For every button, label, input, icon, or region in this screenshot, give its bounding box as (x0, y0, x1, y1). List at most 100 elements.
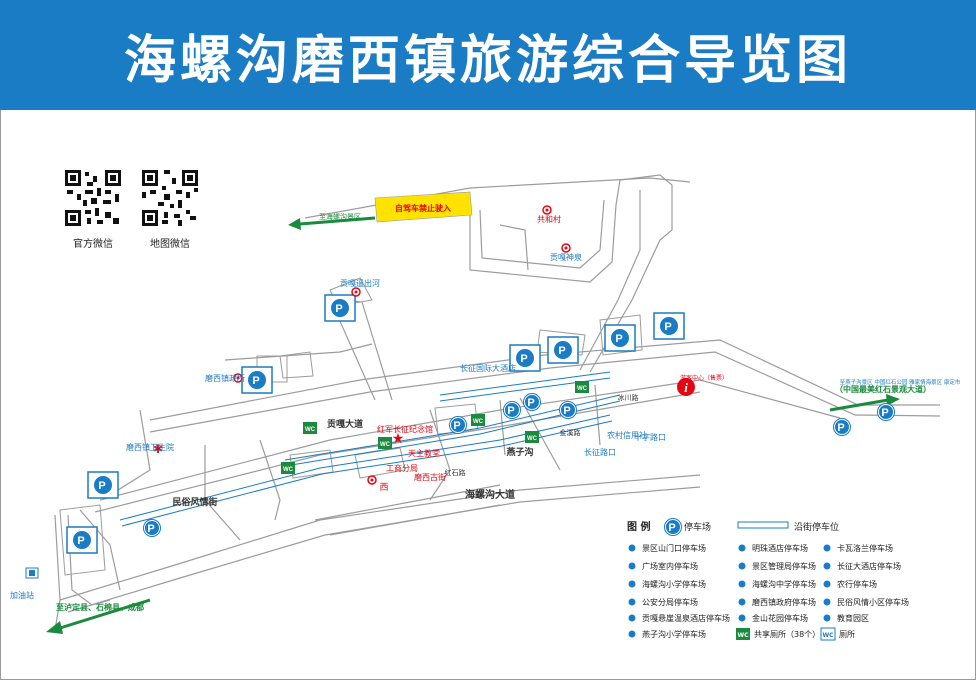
bank-label: 农村信用社 (607, 430, 647, 440)
parking-icon (87, 471, 119, 499)
moxi-hospital-label: 磨西镇卫生院 (126, 442, 174, 452)
toilet-icon (303, 422, 317, 434)
legend-item-13: 金山花园停车场 (752, 613, 808, 623)
to-hailuogou-label: 至海螺沟景区 (319, 212, 361, 221)
parking-icon (823, 562, 831, 570)
legend-item-15: 燕子沟小学停车场 (642, 629, 706, 639)
industrial-bureau-label: 工商分局 (386, 463, 418, 473)
parking-icon (604, 324, 636, 352)
parking-icon (823, 598, 831, 606)
legend-street-parking: 沿街停车位 (794, 521, 839, 533)
svg-text:WC: WC (737, 632, 749, 639)
parking-icon (876, 402, 896, 422)
parking-icon (738, 614, 746, 622)
changzheng-hotel-label: 长征国际大酒店 (460, 363, 516, 373)
parking-icon (142, 518, 162, 538)
street-parking-swatch (737, 521, 789, 529)
toilet-icon (378, 437, 392, 449)
svg-text:WC: WC (822, 632, 834, 639)
parking-icon (66, 526, 98, 554)
title-banner: 海螺沟磨西镇旅游综合导览图 (0, 0, 976, 110)
hailuogou-ave-label: 海螺沟大道 (465, 488, 515, 501)
qr-code-icon (63, 168, 123, 228)
gongga-shenquan-label: 贡嘎神泉 (550, 252, 582, 262)
page-title: 海螺沟磨西镇旅游综合导览图 (123, 31, 852, 91)
parking-icon (628, 544, 636, 552)
yanzi-gou-road-label: 燕子沟 (506, 446, 533, 458)
arrow-icon (829, 394, 900, 412)
no-self-drive-label: 自驾车禁止驶入 (395, 203, 451, 213)
legend-item-7: 海螺沟中学停车场 (752, 579, 816, 589)
toilet-icon (281, 462, 295, 474)
gas-station-icon (25, 567, 39, 579)
parking-icon (522, 392, 542, 412)
to-luding-label: 至泸定县、石棉县、成都 (56, 602, 144, 612)
parking-icon (448, 415, 468, 435)
parking-icon (663, 517, 683, 537)
parking-icon (558, 400, 578, 420)
parking-icon (628, 630, 636, 638)
toilet-icon: WC (736, 628, 750, 640)
gongga-street-label: 贡嘎大道 (327, 418, 363, 430)
moxi-police-label: 磨西镇政所 (205, 373, 245, 383)
red-army-memorial-label: 红军长征纪念馆 (377, 424, 433, 434)
legend-item-1: 明珠酒店停车场 (752, 543, 808, 553)
no-self-drive-sign (374, 191, 473, 223)
parking-icon (502, 400, 522, 420)
map-canvas: P P WC (10, 174, 961, 641)
parking-icon (628, 580, 636, 588)
gas-station-label: 加油站 (10, 590, 34, 600)
changzheng-rd-label: 长征路口 (584, 447, 616, 457)
poi-icon (542, 205, 552, 215)
legend-item-10: 磨西镇政府停车场 (752, 597, 816, 607)
arrow-icon (288, 216, 376, 230)
poi-icon (351, 287, 361, 297)
parking-icon (547, 336, 579, 364)
moxi-street-label: 磨西古街 (414, 472, 446, 482)
legend-title: 图 例 (627, 520, 650, 533)
legend-item-4: 景区管理局停车场 (752, 561, 816, 571)
hongshi-road-label: 红石路 (445, 468, 466, 477)
minsu-street-label: 民俗风情街 (172, 496, 217, 508)
legend-public-toilet: 共享厕所（38个） (754, 629, 820, 639)
legend-item-2: 卡瓦洛兰停车场 (837, 543, 893, 553)
legend-toilet: 厕所 (839, 629, 855, 639)
gongga-exit-label: 贡嘎遥出河 (340, 278, 380, 288)
legend-parking: 停车场 (684, 521, 711, 533)
shizi-road-label: 十字路口 (634, 432, 666, 442)
qr-map-label: 地图微信 (150, 239, 190, 250)
red-stone-avenue-label: （中国最美红石景观大道） (835, 384, 931, 394)
xi-label: 西 (379, 482, 388, 493)
legend-item-12: 贡嘎悬崖温泉酒店停车场 (642, 613, 730, 623)
parking-icon (324, 294, 356, 322)
yanzi-gou-scenic-label: 至燕子沟景区 中国红石公园 雅家情海景区 康定市 (840, 378, 961, 386)
svg-text:i: i (684, 380, 688, 395)
parking-icon (823, 544, 831, 552)
legend-item-9: 公安分局停车场 (642, 597, 698, 607)
parking-icon (653, 312, 685, 340)
legend-item-3: 广场室内停车场 (642, 561, 698, 571)
toilet-icon (525, 431, 539, 443)
star-icon: ★ (392, 431, 405, 447)
poi-icon (561, 243, 571, 253)
svg-text:★: ★ (392, 431, 405, 447)
poi-icon (367, 475, 377, 485)
parking-icon (738, 598, 746, 606)
parking-icon (738, 562, 746, 570)
legend-item-11: 民俗风情小区停车场 (837, 597, 909, 607)
parking-icon (832, 417, 852, 437)
legend-item-6: 海螺沟小学停车场 (642, 579, 706, 589)
toilet-icon (471, 414, 485, 426)
parking-icon (628, 614, 636, 622)
star-icon: ✱ (153, 442, 163, 456)
parking-icon (738, 544, 746, 552)
parking-icon (823, 580, 831, 588)
catholic-church-label: 天主教堂 (408, 448, 440, 458)
bingchuan-road-label: 冰川路 (618, 393, 639, 402)
qr-official-label: 官方微信 (73, 239, 113, 250)
jinxi-road-label: 金溪路 (560, 428, 581, 437)
info-icon: i (677, 378, 695, 396)
toilet-icon (575, 381, 589, 393)
parking-icon (241, 366, 273, 394)
parking-icon (628, 598, 636, 606)
